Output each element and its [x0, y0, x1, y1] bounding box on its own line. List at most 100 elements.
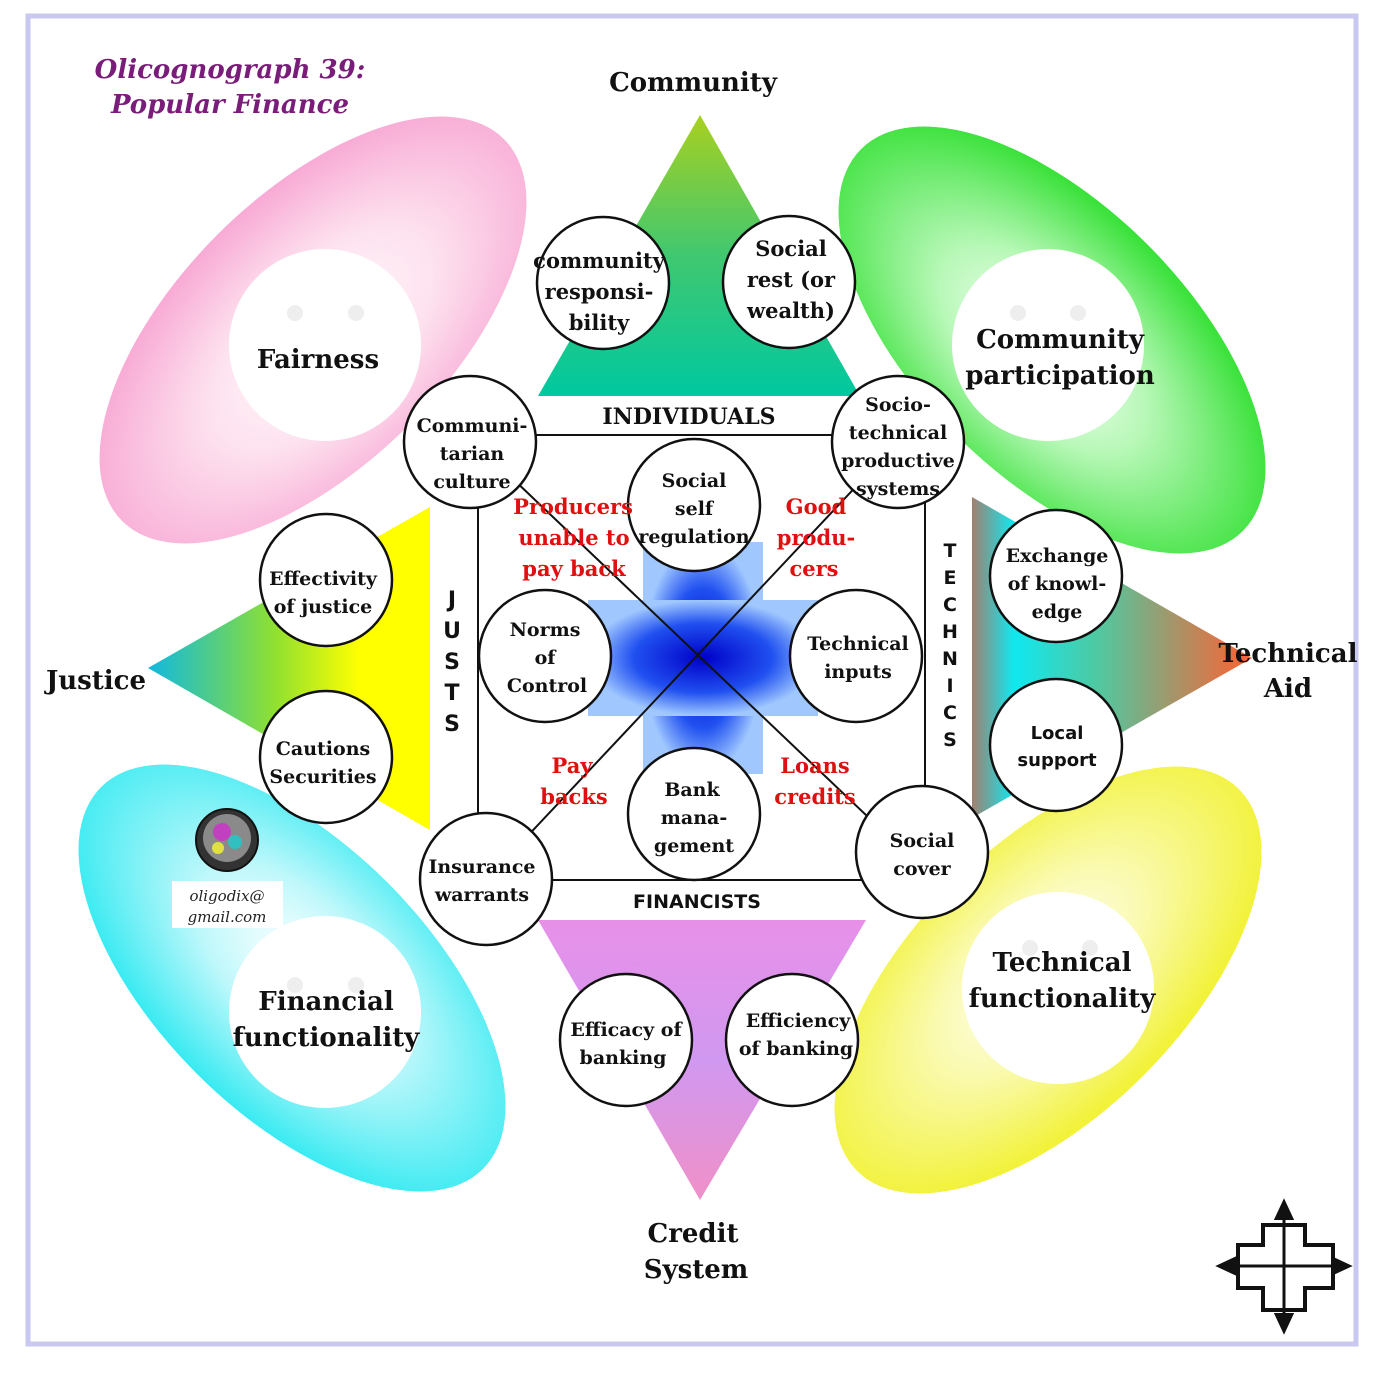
svg-text:E: E — [944, 567, 957, 589]
community-participation-label-1: Community — [976, 325, 1145, 355]
svg-text:Socio-: Socio- — [865, 394, 931, 416]
communitarian-culture-text: Communi- tarian culture — [417, 415, 528, 493]
financists-label: FINANCISTS — [633, 891, 761, 913]
svg-text:of: of — [535, 647, 558, 669]
cautions-securities-circle — [258, 689, 394, 825]
social-rest-text: Social rest (or wealth) — [746, 236, 836, 323]
pay-backs-label: Pay backs — [540, 753, 607, 809]
diagram-title-line2: Popular Finance — [110, 90, 349, 120]
oligodix-logo — [195, 808, 259, 872]
svg-text:productive: productive — [841, 450, 955, 472]
svg-text:Cautions: Cautions — [276, 738, 370, 760]
sociotechnical-systems-circle — [830, 374, 966, 510]
svg-text:S: S — [444, 650, 460, 675]
svg-text:T: T — [444, 681, 459, 706]
efficacy-of-banking-text: Efficacy of banking — [570, 1019, 683, 1069]
svg-text:technical: technical — [849, 422, 947, 444]
technical-aid-label-2: Aid — [1263, 674, 1312, 704]
svg-text:unable to: unable to — [518, 525, 629, 550]
svg-text:regulation: regulation — [638, 526, 749, 548]
svg-text:Social: Social — [890, 830, 955, 852]
svg-text:responsi-: responsi- — [545, 279, 654, 304]
svg-text:support: support — [1017, 750, 1097, 771]
community-responsibility-circle — [535, 215, 671, 351]
svg-text:systems: systems — [856, 478, 940, 500]
svg-text:U: U — [443, 619, 461, 644]
technical-functionality-label-2: functionality — [969, 984, 1157, 1014]
svg-text:wealth): wealth) — [746, 298, 835, 323]
svg-text:Bank: Bank — [664, 779, 720, 801]
svg-text:Insurance: Insurance — [428, 856, 535, 878]
cross-arrows-icon — [1215, 1198, 1353, 1335]
local-support-circle — [988, 677, 1124, 813]
svg-text:culture: culture — [433, 471, 510, 493]
svg-text:of knowl-: of knowl- — [1008, 573, 1107, 595]
svg-text:warrants: warrants — [434, 884, 529, 906]
bank-management-text: Bank mana- gement — [654, 779, 734, 857]
community-responsibility-text: community responsi- bility — [533, 248, 665, 335]
technical-functionality-label-1: Technical — [993, 948, 1132, 978]
credit-system-label-2: System — [644, 1255, 749, 1285]
diagonal-line-2 — [489, 444, 896, 877]
justs-label: J U S T S — [443, 588, 461, 737]
central-cross — [588, 542, 818, 774]
exchange-of-knowledge-circle — [988, 508, 1124, 644]
efficiency-of-banking-text: Efficiency of banking — [739, 1010, 853, 1060]
exchange-of-knowledge-text: Exchange of knowl- edge — [1006, 545, 1109, 623]
financial-functionality-label-1: Financial — [258, 987, 394, 1017]
svg-text:backs: backs — [540, 784, 607, 809]
social-rest-circle — [721, 214, 857, 350]
bank-management-circle — [626, 746, 762, 882]
svg-text:gement: gement — [654, 835, 734, 857]
svg-text:inputs: inputs — [824, 661, 892, 683]
svg-text:Technical: Technical — [807, 633, 909, 655]
svg-text:S: S — [943, 729, 957, 751]
communitarian-culture-circle — [402, 374, 538, 510]
email-line1: oligodix@ — [189, 887, 264, 905]
svg-text:Social: Social — [662, 470, 727, 492]
svg-text:Securities: Securities — [269, 766, 376, 788]
svg-text:Local: Local — [1031, 723, 1084, 744]
svg-text:Exchange: Exchange — [1006, 545, 1109, 567]
svg-text:self: self — [675, 498, 715, 520]
svg-text:Good: Good — [786, 494, 847, 519]
community-participation-ellipse — [838, 126, 1266, 554]
svg-text:Loans: Loans — [780, 753, 849, 778]
email-line2: gmail.com — [188, 908, 267, 926]
good-producers-label: Good produ- cers — [777, 494, 855, 581]
svg-text:S: S — [444, 712, 460, 737]
svg-text:tarian: tarian — [440, 443, 505, 465]
svg-text:N: N — [942, 648, 958, 670]
svg-text:pay back: pay back — [522, 556, 626, 581]
norms-of-control-circle — [477, 588, 613, 724]
producers-unable-label: Producers unable to pay back — [513, 494, 633, 581]
svg-text:T: T — [944, 540, 957, 562]
svg-text:edge: edge — [1032, 601, 1083, 623]
fairness-ellipse — [99, 116, 527, 544]
social-cover-text: Social cover — [890, 830, 955, 880]
technical-aid-label-1: Technical — [1219, 639, 1358, 669]
svg-text:mana-: mana- — [661, 807, 727, 829]
svg-text:Efficacy of: Efficacy of — [570, 1019, 683, 1041]
technical-inputs-circle — [788, 588, 924, 724]
svg-text:Pay: Pay — [551, 753, 593, 778]
svg-text:Producers: Producers — [513, 494, 633, 519]
svg-text:C: C — [943, 702, 957, 724]
cautions-securities-text: Cautions Securities — [269, 738, 376, 788]
svg-text:banking: banking — [580, 1047, 667, 1069]
svg-text:Social: Social — [755, 236, 827, 261]
insurance-warrants-circle — [418, 811, 554, 947]
norms-of-control-text: Norms of Control — [507, 619, 587, 697]
fairness-label: Fairness — [257, 345, 379, 375]
financial-functionality-ellipse — [78, 764, 506, 1192]
sociotechnical-systems-text: Socio- technical productive systems — [841, 394, 955, 500]
effectivity-of-justice-text: Effectivity of justice — [269, 568, 378, 618]
svg-text:Control: Control — [507, 675, 587, 697]
technics-label: T E C H N I C S — [942, 540, 958, 751]
svg-text:Effectivity: Effectivity — [269, 568, 378, 590]
svg-text:H: H — [942, 621, 958, 643]
svg-text:J: J — [446, 588, 456, 613]
svg-text:cover: cover — [893, 858, 951, 880]
svg-text:Norms: Norms — [510, 619, 581, 641]
